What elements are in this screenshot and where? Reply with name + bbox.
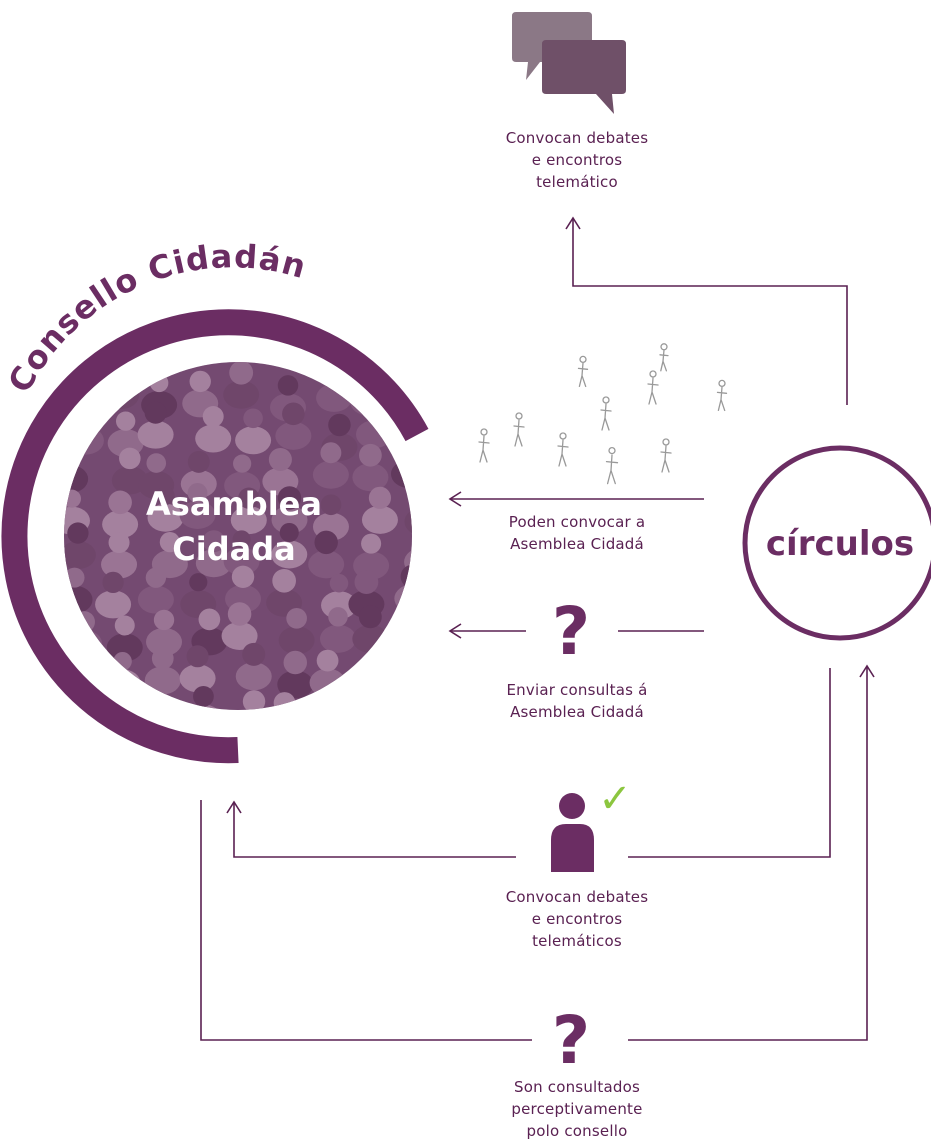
- caption-line: e encontros: [531, 910, 623, 928]
- caption-line: polo consello: [526, 1122, 628, 1140]
- check-icon: ✓: [598, 776, 632, 822]
- asamblea-line1: Asamblea: [146, 485, 322, 523]
- top-caption: Convocan debates e encontros telemático: [457, 127, 697, 193]
- caption-line: telemático: [536, 173, 618, 191]
- son-caption: Son consultados perceptivamente polo con…: [457, 1076, 697, 1142]
- convocan-connector-right: [628, 668, 831, 858]
- caption-line: Son consultados: [514, 1078, 640, 1096]
- son-question-icon: ?: [552, 1002, 590, 1079]
- speech-bubbles-icon: [512, 12, 626, 114]
- caption-line: Poden convocar a: [508, 513, 646, 531]
- top-arrowhead: [565, 216, 581, 230]
- son-connector-right: [628, 666, 868, 1041]
- circulos-label: círculos: [766, 524, 914, 564]
- people-sketch-icon: [478, 343, 728, 485]
- poden-caption: Poden convocar a Asemblea Cidadá: [457, 511, 697, 555]
- caption-line: telemáticos: [532, 932, 622, 950]
- person-check-icon: ✓: [551, 776, 632, 872]
- caption-line: Asemblea Cidadá: [510, 535, 644, 553]
- convocan-connector-left: [233, 802, 516, 858]
- son-arrowhead: [859, 664, 875, 678]
- poden-arrowhead: [448, 491, 462, 507]
- caption-line: Convocan debates: [505, 129, 649, 147]
- convocan-caption: Convocan debates e encontros telemáticos: [457, 886, 697, 952]
- asamblea-line2: Cidada: [172, 530, 295, 568]
- consello-arc: [1, 309, 429, 764]
- caption-line: perceptivamente: [511, 1100, 643, 1118]
- enviar-question-icon: ?: [552, 593, 590, 670]
- son-connector-left: [200, 800, 532, 1041]
- top-connector: [572, 218, 848, 405]
- circulos-circle: [742, 445, 931, 641]
- caption-line: Convocan debates: [505, 888, 649, 906]
- caption-line: e encontros: [531, 151, 623, 169]
- caption-line: Enviar consultas á: [506, 681, 648, 699]
- convocan-arrowhead: [226, 800, 242, 814]
- enviar-caption: Enviar consultas á Asemblea Cidadá: [457, 679, 697, 723]
- enviar-arrowhead: [448, 623, 462, 639]
- crowd-photo: [64, 362, 412, 710]
- caption-line: Asemblea Cidadá: [510, 703, 644, 721]
